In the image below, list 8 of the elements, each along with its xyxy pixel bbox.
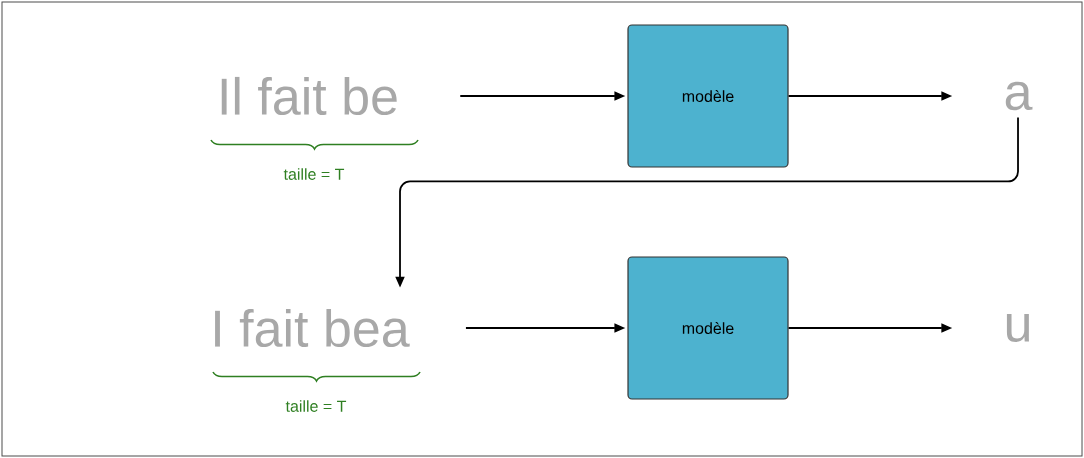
model-box: modèle <box>627 24 789 168</box>
word-text: a <box>1005 81 1033 111</box>
word-text: I fait bea <box>215 308 410 348</box>
size-label: taille = T <box>285 400 347 412</box>
word-text: u <box>1006 314 1029 342</box>
word-text: Il fait be <box>221 76 397 116</box>
size-label: taille = T <box>283 168 345 180</box>
model-box: modèle <box>627 256 789 400</box>
